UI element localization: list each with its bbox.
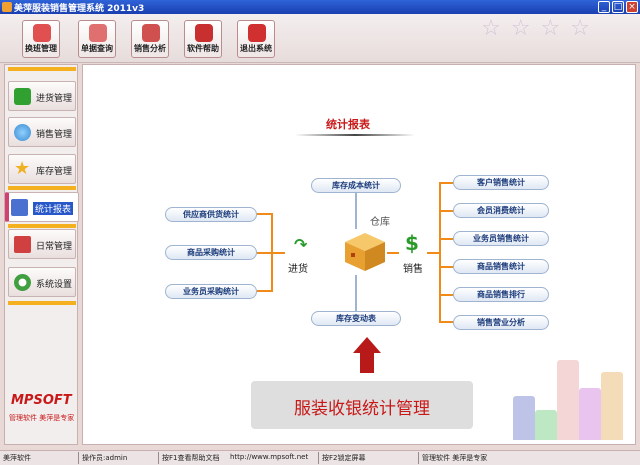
sales-label: 销售 [403, 264, 423, 275]
maximize-icon[interactable]: □ [612, 1, 624, 13]
sidebar-divider-3 [8, 301, 76, 305]
sidebar-item-purchase[interactable]: 进货管理 [8, 81, 76, 111]
connector [355, 193, 357, 229]
banner: 服装收银统计管理 [251, 381, 473, 429]
member-consumption-report-button[interactable]: 会员消费统计 [453, 203, 549, 218]
connector [257, 290, 271, 292]
exit-system-button[interactable]: 退出系统 [237, 20, 275, 58]
brand-logo: MPSOFT [11, 393, 72, 408]
chart-icon [142, 24, 160, 42]
status-lock: 按F2锁定屏幕 [322, 454, 366, 462]
minimize-icon[interactable]: _ [598, 1, 610, 13]
title-bar: 美萍服装销售管理系统 2011v3 _ □ × [0, 0, 640, 14]
status-bar: 美萍软件 操作员:admin 按F1查看帮助文档 http://www.mpso… [0, 450, 640, 465]
status-separator [78, 452, 79, 464]
status-help: 按F1查看帮助文档 [162, 454, 220, 462]
product-sales-ranking-button[interactable]: 商品销售排行 [453, 287, 549, 302]
up-arrow-shaft [360, 353, 374, 373]
connector [439, 238, 453, 240]
shift-management-button[interactable]: 换班管理 [22, 20, 60, 58]
app-icon [2, 2, 12, 12]
sidebar-item-settings[interactable]: 系统设置 [8, 267, 76, 297]
purchase-label: 进货 [288, 264, 308, 275]
inventory-cost-report-button[interactable]: 库存成本统计 [311, 178, 401, 193]
toolbar: 换班管理 单据查询 销售分析 软件帮助 退出系统 ☆☆☆☆ [0, 14, 640, 63]
status-app-name: 美萍软件 [3, 454, 31, 462]
decorative-bar [557, 360, 579, 440]
gear-icon [14, 274, 31, 291]
power-icon [248, 24, 266, 42]
bar-chart-icon [11, 199, 28, 216]
status-url[interactable]: http://www.mpsoft.net [230, 453, 309, 461]
sidebar: 进货管理 销售管理 ★ 库存管理 统计报表 日常管理 系统设置 MPSOFT 管… [4, 64, 79, 445]
sidebar-item-daily[interactable]: 日常管理 [8, 229, 76, 259]
title-underline [295, 134, 415, 136]
sidebar-item-sales[interactable]: 销售管理 [8, 117, 76, 147]
status-separator [318, 452, 319, 464]
decorative-bar [513, 396, 535, 440]
decorative-bar [535, 410, 557, 440]
document-search-icon [89, 24, 107, 42]
staff-purchase-report-button[interactable]: 业务员采购统计 [165, 284, 257, 299]
sales-business-analysis-button[interactable]: 销售营业分析 [453, 315, 549, 330]
customer-sales-report-button[interactable]: 客户销售统计 [453, 175, 549, 190]
warehouse-label: 仓库 [370, 217, 390, 228]
plus-icon [14, 88, 31, 105]
connector [439, 210, 453, 212]
globe-icon [14, 124, 31, 141]
status-separator [158, 452, 159, 464]
connector [387, 252, 399, 254]
decorative-bar [579, 388, 601, 440]
brand-slogan: 管理软件 美萍是专家 [9, 414, 75, 422]
status-separator [418, 452, 419, 464]
decorative-stars: ☆☆☆☆ [481, 16, 600, 41]
decorative-bar [601, 372, 623, 440]
banner-text: 服装收银统计管理 [294, 399, 430, 419]
software-help-button[interactable]: 软件帮助 [184, 20, 222, 58]
warehouse-box-icon [345, 233, 385, 271]
sales-analysis-button[interactable]: 销售分析 [131, 20, 169, 58]
product-purchase-report-button[interactable]: 商品采购统计 [165, 245, 257, 260]
connector [427, 252, 439, 254]
decorative-bar-graphic [513, 336, 629, 440]
page-title: 统计报表 [326, 118, 370, 131]
document-query-button[interactable]: 单据查询 [78, 20, 116, 58]
connector [439, 294, 453, 296]
dollar-icon: $ [405, 231, 419, 255]
purchase-arrow-icon: ↷ [294, 235, 308, 254]
inventory-change-report-button[interactable]: 库存变动表 [311, 311, 401, 326]
close-icon[interactable]: × [626, 1, 638, 13]
sidebar-item-reports[interactable]: 统计报表 [5, 192, 79, 222]
product-sales-report-button[interactable]: 商品销售统计 [453, 259, 549, 274]
supplier-supply-report-button[interactable]: 供应商供货统计 [165, 207, 257, 222]
status-slogan: 管理软件 美萍是专家 [422, 454, 488, 462]
star-icon: ★ [14, 158, 31, 179]
calendar-icon [14, 236, 31, 253]
staff-sales-report-button[interactable]: 业务员销售统计 [453, 231, 549, 246]
help-icon [195, 24, 213, 42]
sidebar-divider-2 [8, 224, 76, 228]
sidebar-item-inventory[interactable]: ★ 库存管理 [8, 154, 76, 184]
status-operator: 操作员:admin [82, 454, 128, 462]
connector [439, 182, 453, 184]
up-arrow-icon [353, 337, 381, 353]
connector [257, 252, 271, 254]
connector [439, 182, 441, 323]
connector [355, 275, 357, 311]
sidebar-divider [8, 186, 76, 190]
sidebar-top-divider [8, 67, 76, 71]
connector [439, 266, 453, 268]
main-panel: 统计报表 供应商供货统计 商品采购统计 业务员采购统计 ↷ 进货 库存成本统计 … [82, 64, 636, 445]
connector [271, 252, 285, 254]
window-title: 美萍服装销售管理系统 2011v3 [14, 4, 145, 14]
connector [439, 321, 453, 323]
people-icon [33, 24, 51, 42]
connector [257, 213, 271, 215]
